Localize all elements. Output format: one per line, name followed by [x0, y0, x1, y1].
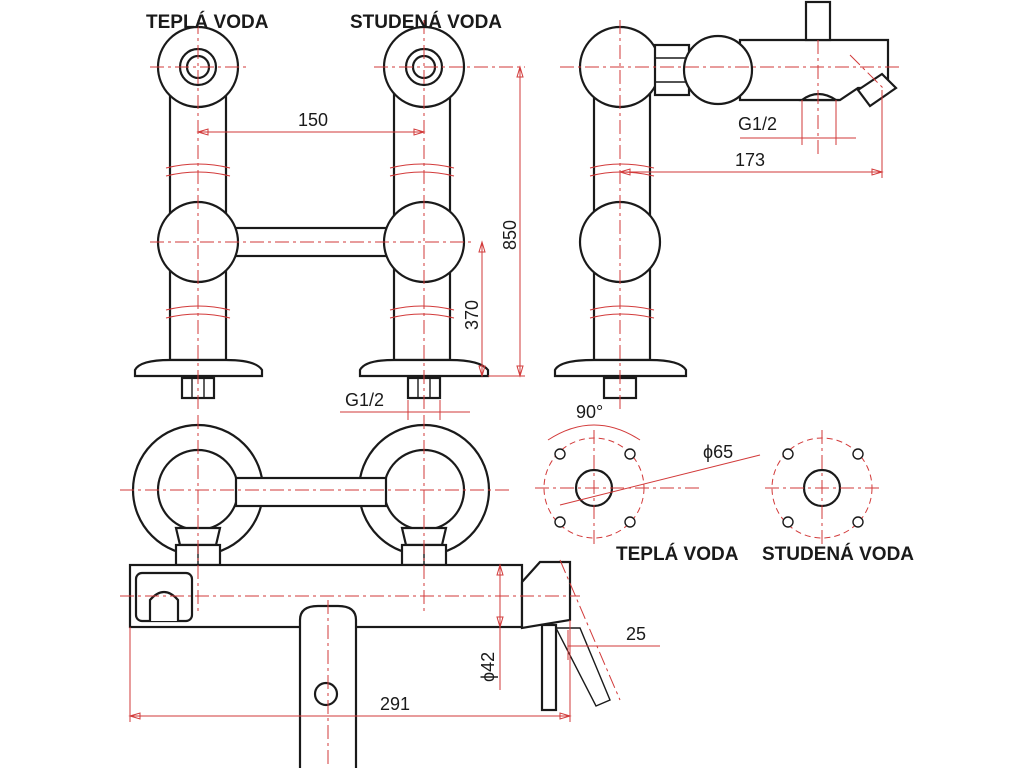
cold-water-label-top: STUDENÁ VODA — [350, 11, 502, 33]
front-view — [133, 20, 525, 420]
top-crossbar — [234, 476, 388, 508]
dim-body-diameter: ϕ42 — [478, 652, 498, 682]
dim-total-width: 291 — [380, 694, 410, 714]
dim-thread-bottom: G1/2 — [345, 390, 384, 410]
dim-thread-side: G1/2 — [738, 114, 777, 134]
dim-flange-diameter: ϕ65 — [703, 442, 733, 462]
spout-body — [738, 38, 890, 102]
hot-flange — [133, 358, 264, 378]
dim-angle: 90° — [576, 402, 603, 422]
hot-water-label-bottom: TEPLÁ VODA — [616, 543, 739, 565]
dim-lower-height: 370 — [462, 300, 482, 330]
dim-lever-offset: 25 — [626, 624, 646, 644]
spout-aerator — [313, 681, 339, 707]
hot-water-label-top: TEPLÁ VODA — [146, 11, 269, 33]
dim-pipe-spacing: 150 — [298, 110, 328, 130]
dim-total-height: 850 — [500, 220, 520, 250]
hot-flange-pattern — [535, 424, 761, 545]
side-view — [553, 0, 900, 410]
lever-base — [520, 560, 572, 630]
cold-flange — [358, 358, 490, 378]
shower-hook — [148, 590, 180, 621]
spout-outlet — [798, 92, 840, 102]
cold-flange-pattern — [765, 430, 880, 545]
lever-handle — [540, 623, 558, 712]
cold-water-label-bottom: STUDENÁ VODA — [762, 543, 914, 565]
side-middle-ball — [682, 34, 754, 106]
diverter-knob — [804, 0, 832, 42]
side-flange — [553, 358, 688, 378]
top-view — [120, 415, 660, 768]
dim-side-reach: 173 — [735, 150, 765, 170]
